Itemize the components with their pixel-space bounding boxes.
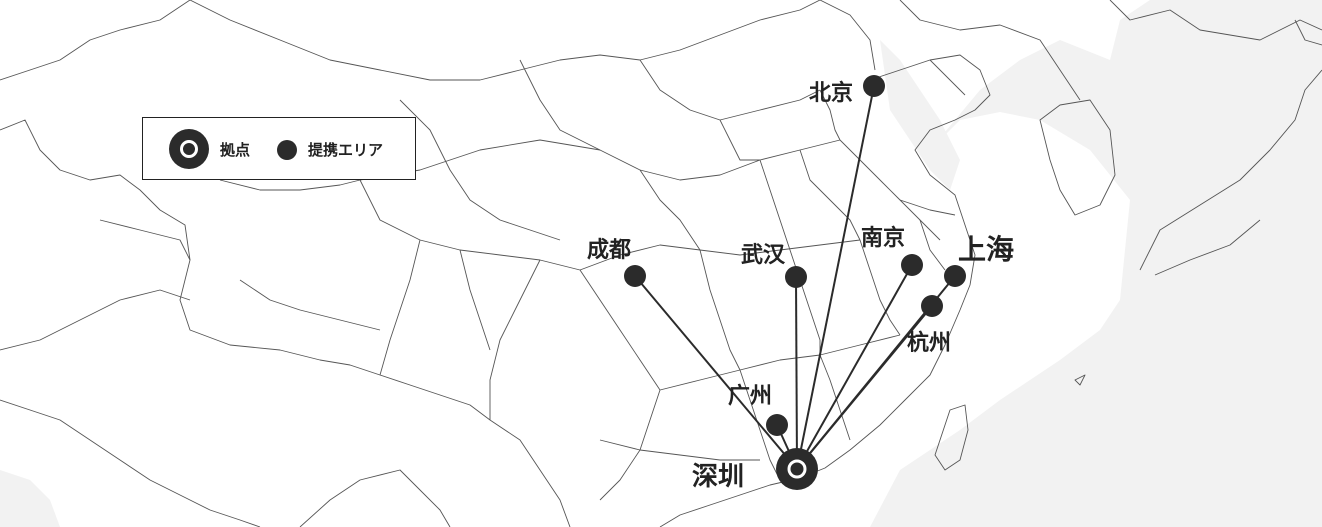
partner-marker-guangzhou[interactable]: [766, 414, 788, 436]
city-label-guangzhou: 广州: [728, 383, 772, 409]
route-beijing: [796, 85, 875, 470]
city-label-shanghai: 上海: [958, 233, 1014, 266]
partner-legend-icon: [277, 140, 297, 160]
hub-label: 深圳: [692, 462, 744, 492]
route-nanjing: [796, 264, 913, 470]
routes: [634, 85, 956, 470]
city-label-chengdu: 成都: [587, 238, 631, 263]
hub-marker[interactable]: [776, 448, 818, 490]
partner-marker-wuhan[interactable]: [785, 266, 807, 288]
partner-marker-hangzhou[interactable]: [921, 295, 943, 317]
hub-ring-icon: [787, 459, 807, 479]
partner-marker-nanjing[interactable]: [901, 254, 923, 276]
city-label-nanjing: 南京: [861, 225, 905, 251]
hub-legend-icon: [169, 129, 209, 169]
legend: 拠点 提携エリア: [142, 117, 416, 180]
partner-marker-beijing[interactable]: [863, 75, 885, 97]
partner-marker-chengdu[interactable]: [624, 265, 646, 287]
route-hangzhou: [796, 305, 933, 470]
city-label-beijing: 北京: [809, 80, 853, 106]
partner-marker-shanghai[interactable]: [944, 265, 966, 287]
city-label-hangzhou: 杭州: [907, 330, 951, 356]
route-chengdu: [634, 275, 798, 470]
legend-partner-label: 提携エリア: [308, 141, 384, 159]
route-wuhan: [795, 276, 798, 470]
city-label-wuhan: 武汉: [741, 243, 786, 268]
legend-hub-label: 拠点: [220, 141, 251, 159]
